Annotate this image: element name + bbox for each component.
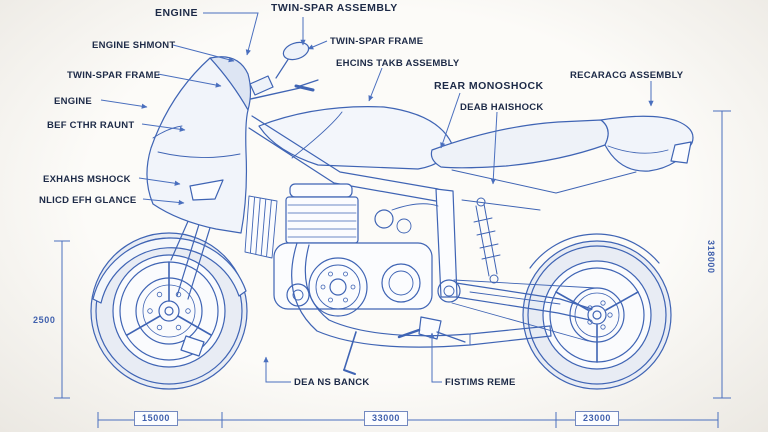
label-fistims-reme: FISTIMS REME — [445, 377, 516, 388]
frame-spar — [248, 115, 458, 298]
label-deab-haishock: DEAB HAISHOCK — [460, 102, 544, 113]
label-recaracg-assembly: RECARACG ASSEMBLY — [570, 70, 684, 81]
front-fender — [92, 237, 247, 304]
label-bef-cthr-raunt: BEF CTHR RAUNT — [47, 120, 135, 131]
dimension-left-value: 2500 — [33, 315, 56, 325]
label-rear-monoshock: REAR MONOSHOCK — [434, 80, 544, 92]
handlebar — [245, 79, 319, 101]
carburetor — [374, 209, 394, 229]
front-brake-disc — [135, 277, 203, 345]
dimension-right-line — [713, 110, 731, 399]
dimension-bottom-3: 23000 — [575, 411, 620, 426]
subframe — [451, 169, 637, 211]
engine — [273, 183, 461, 317]
label-engine-shmont: ENGINE SHMONT — [92, 40, 176, 51]
leader-deab-haishock — [490, 111, 498, 185]
label-twin-spar-frame-left: TWIN-SPAR FRAME — [67, 70, 161, 81]
leader-twin-spar-frame-left — [157, 73, 222, 88]
label-twin-spar-frame-top: TWIN-SPAR FRAME — [330, 36, 424, 47]
dimension-right-value: 318000 — [706, 240, 716, 274]
front-sprocket — [437, 279, 461, 303]
dimension-bottom-2: 33000 — [364, 411, 409, 426]
label-engine-top: ENGINE — [155, 7, 198, 19]
swingarm — [455, 282, 593, 321]
front-brake-caliper — [180, 335, 205, 357]
label-nlicd-efh-glance: NLICD EFH GLANCE — [39, 195, 137, 206]
dimension-bottom-1: 15000 — [134, 411, 179, 426]
leader-nlicd-efh-glance — [142, 198, 185, 206]
leader-engine-shmont — [172, 44, 235, 63]
label-ehcins-takb-assembly: EHCINS TAKB ASSEMBLY — [336, 58, 460, 69]
label-twin-spar-assembly: TWIN-SPAR ASSEMBLY — [271, 2, 398, 14]
leader-bef-cthr-raunt — [141, 123, 186, 132]
leader-ehcins-takb-assembly — [368, 67, 383, 102]
fairing-vent — [189, 179, 224, 201]
fuel-tank — [258, 106, 453, 170]
radiator — [244, 195, 278, 259]
mirror — [275, 41, 310, 79]
leader-twin-spar-frame-top — [307, 40, 328, 50]
leader-engine-top — [203, 12, 259, 56]
leader-exhahs-mshock — [138, 177, 181, 186]
label-dea-ns-banck: DEA NS BANCK — [294, 377, 370, 388]
rear-hugger — [529, 233, 660, 269]
engine-cover — [308, 257, 368, 317]
leader-fistims-reme — [429, 332, 442, 383]
footpeg — [397, 316, 466, 343]
taillight — [670, 141, 692, 164]
tail-section — [600, 115, 694, 172]
leader-dea-ns-banck — [263, 356, 291, 383]
rear-monoshock — [473, 197, 501, 284]
leader-lines — [100, 12, 654, 383]
dimension-left-line — [54, 240, 70, 399]
seat — [430, 119, 609, 169]
instrument-pod — [249, 75, 274, 96]
side-stand — [343, 331, 357, 375]
label-exhahs-mshock: EXHAHS MSHOCK — [43, 174, 131, 185]
rear-wheel — [522, 240, 672, 390]
clutch-cover — [381, 263, 421, 303]
rear-sprocket — [569, 287, 625, 343]
chain — [451, 279, 597, 342]
leader-engine-left — [100, 99, 148, 109]
front-fairing — [146, 57, 249, 234]
front-wheel — [90, 232, 248, 390]
leader-rear-monoshock — [440, 92, 461, 149]
label-engine-left: ENGINE — [54, 96, 92, 107]
